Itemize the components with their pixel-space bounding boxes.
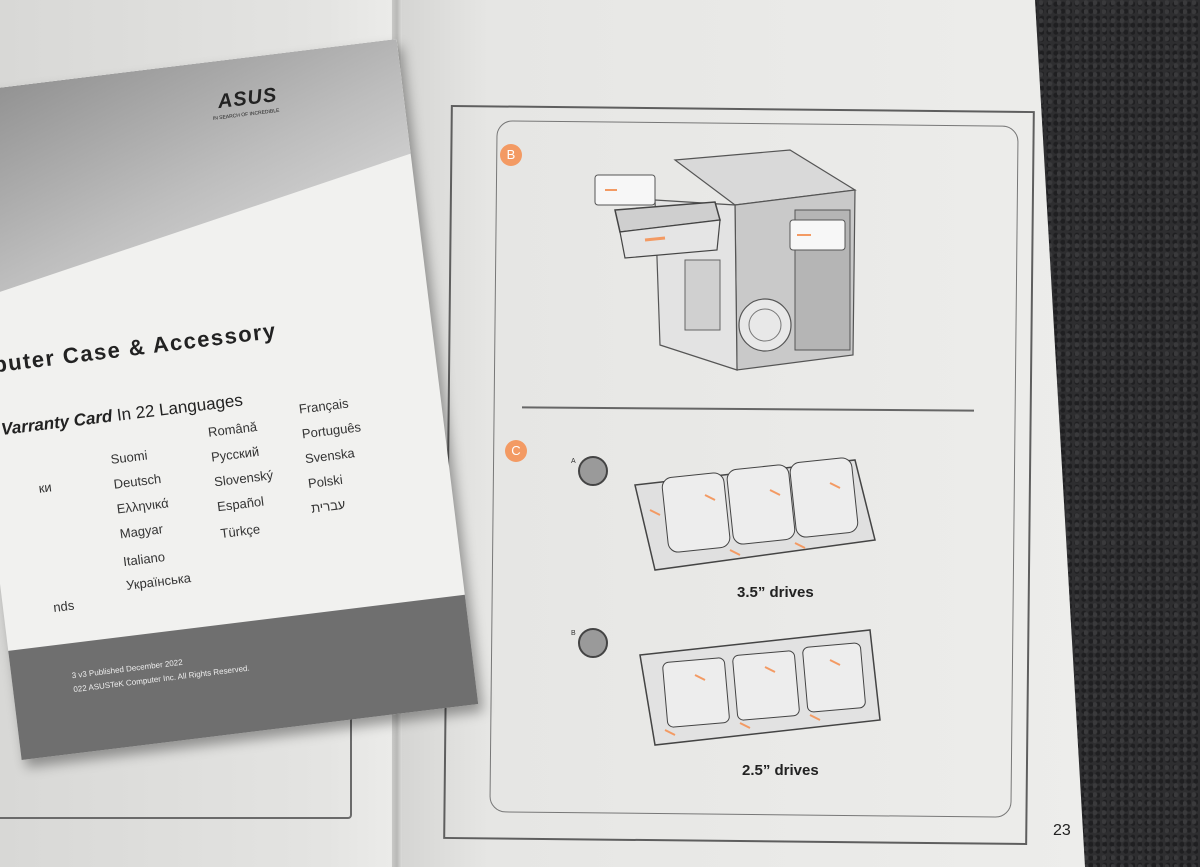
caption-25-drives: 2.5” drives <box>742 762 819 779</box>
screw-b-icon <box>578 628 608 658</box>
screw-a-icon <box>578 456 608 486</box>
case-illustration <box>594 149 857 371</box>
step-b-badge: B <box>500 144 522 166</box>
bracket-25-illustration <box>639 629 881 746</box>
caption-35-drives: 3.5” drives <box>737 584 814 601</box>
lang-col1-item: ки <box>37 479 53 496</box>
page-number: 23 <box>1053 822 1071 839</box>
warranty-booklet: ASUS IN SEARCH OF INCREDIBLE puter Case … <box>0 38 479 761</box>
screw-a-label: A <box>571 458 576 465</box>
step-c-badge: C <box>505 440 527 462</box>
lang-col1-item: nds <box>52 597 76 615</box>
screw-b-label: B <box>571 630 576 637</box>
bracket-35-illustration <box>634 457 876 571</box>
